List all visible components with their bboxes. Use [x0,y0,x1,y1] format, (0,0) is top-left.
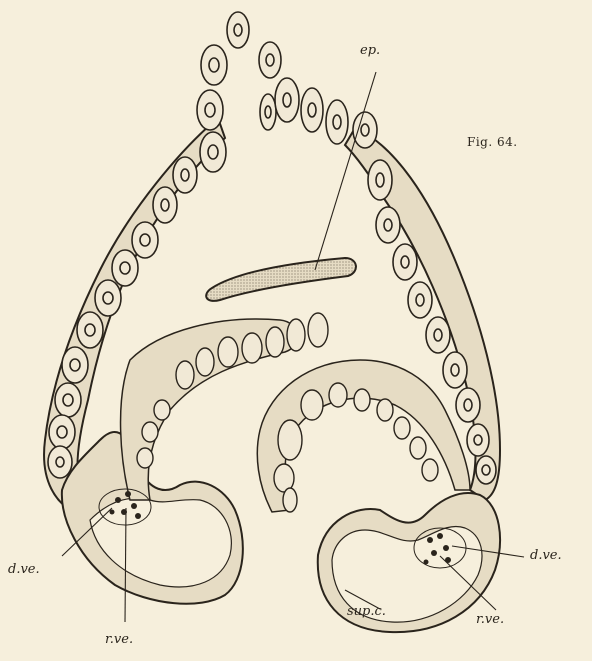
figure-caption: Fig. 64. [467,135,518,149]
epithelium-band [206,258,356,301]
label-dve-right: d.ve. [530,548,562,563]
label-dve-left: d.ve. [8,562,40,577]
label-ep: ep. [360,43,380,58]
label-rve-right: r.ve. [476,612,504,627]
label-rve-left: r.ve. [105,632,133,647]
label-supc: sup.c. [347,604,386,619]
